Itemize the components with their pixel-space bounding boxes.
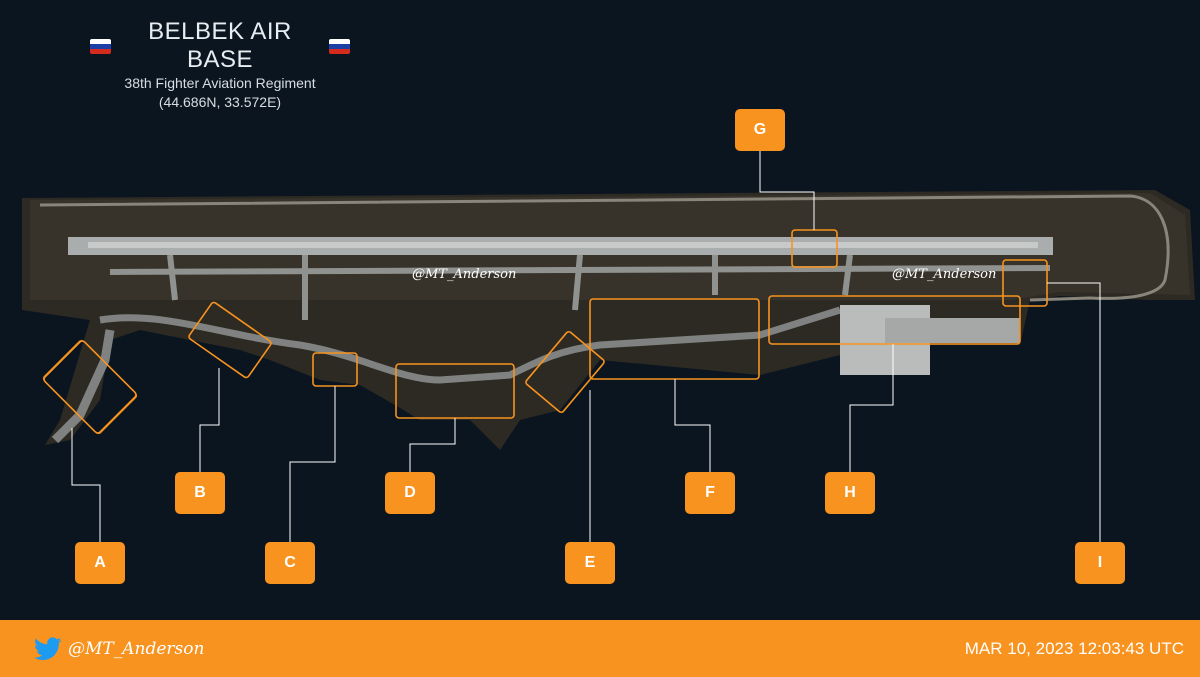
marker-d: D [385, 472, 435, 514]
footer: @MT_Anderson MAR 10, 2023 12:03:43 UTC [0, 620, 1200, 677]
subtitle: 38th Fighter Aviation Regiment [124, 75, 316, 91]
header: BELBEK AIR BASE 38th Fighter Aviation Re… [90, 18, 350, 112]
marker-i: I [1075, 542, 1125, 584]
watermark-left: @MT_Anderson [412, 267, 516, 282]
twitter-bird-icon [34, 636, 62, 660]
marker-e: E [565, 542, 615, 584]
handle-text: @MT_Anderson [68, 638, 205, 659]
marker-h: H [825, 472, 875, 514]
satellite-image: @MT_Anderson @MT_Anderson [22, 150, 1195, 542]
area-b-outline [188, 301, 272, 379]
page-title-row: BELBEK AIR BASE [90, 18, 350, 74]
watermark-right: @MT_Anderson [892, 267, 996, 282]
area-h-outline [768, 295, 1021, 345]
russian-flag-icon [328, 38, 350, 54]
area-e-outline [525, 330, 605, 414]
russian-flag-icon [90, 38, 112, 54]
page-title: BELBEK AIR BASE [148, 18, 292, 73]
marker-a: A [75, 542, 125, 584]
coordinates: (44.686N, 33.572E) [158, 94, 282, 110]
capture-timestamp: MAR 10, 2023 12:03:43 UTC [964, 638, 1184, 658]
twitter-handle[interactable]: @MT_Anderson [34, 636, 205, 661]
area-a-outline [42, 339, 138, 435]
marker-b: B [175, 472, 225, 514]
marker-f: F [685, 472, 735, 514]
marker-c: C [265, 542, 315, 584]
marker-g: G [735, 109, 785, 151]
